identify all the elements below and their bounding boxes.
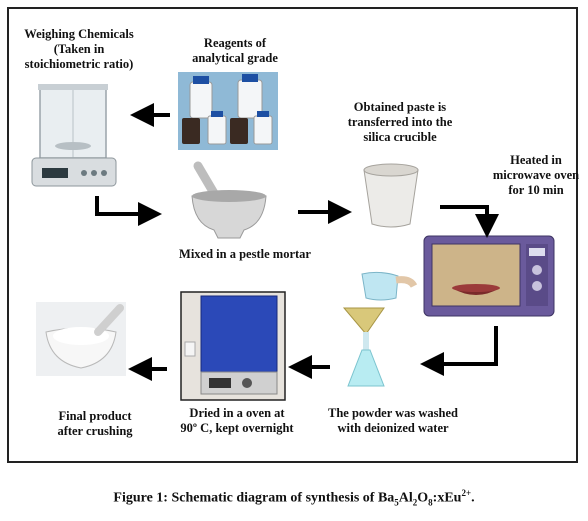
microwave-oven-image <box>423 235 555 317</box>
label-washed: The powder was washed with deionized wat… <box>328 406 458 435</box>
weighing-balance-image <box>31 84 117 187</box>
label-weighing: Weighing Chemicals (Taken in stoichiomet… <box>24 27 134 71</box>
label-heated: Heated in microwave oven for 10 min <box>492 153 580 197</box>
label-final: Final product after crushing <box>57 409 133 438</box>
silica-crucible-image <box>363 163 419 228</box>
label-mixed: Mixed in a pestle mortar <box>179 247 311 261</box>
label-paste: Obtained paste is transferred into the s… <box>347 100 453 144</box>
drying-oven-image <box>180 291 286 401</box>
mortar-pestle-image <box>191 161 267 239</box>
label-reagents: Reagents of analytical grade <box>192 36 278 65</box>
washing-funnel-flask-image <box>342 271 418 387</box>
label-dried: Dried in a oven at 90º C, kept overnight <box>180 406 294 435</box>
final-product-image <box>36 302 126 376</box>
arrow-crucible-to-microwave <box>440 205 499 238</box>
reagent-bottles-image <box>178 72 278 150</box>
arrow-balance-to-mortar <box>95 196 162 226</box>
arrow-microwave-to-washing <box>420 326 498 376</box>
figure-caption: Figure 1: Schematic diagram of synthesis… <box>113 488 475 508</box>
